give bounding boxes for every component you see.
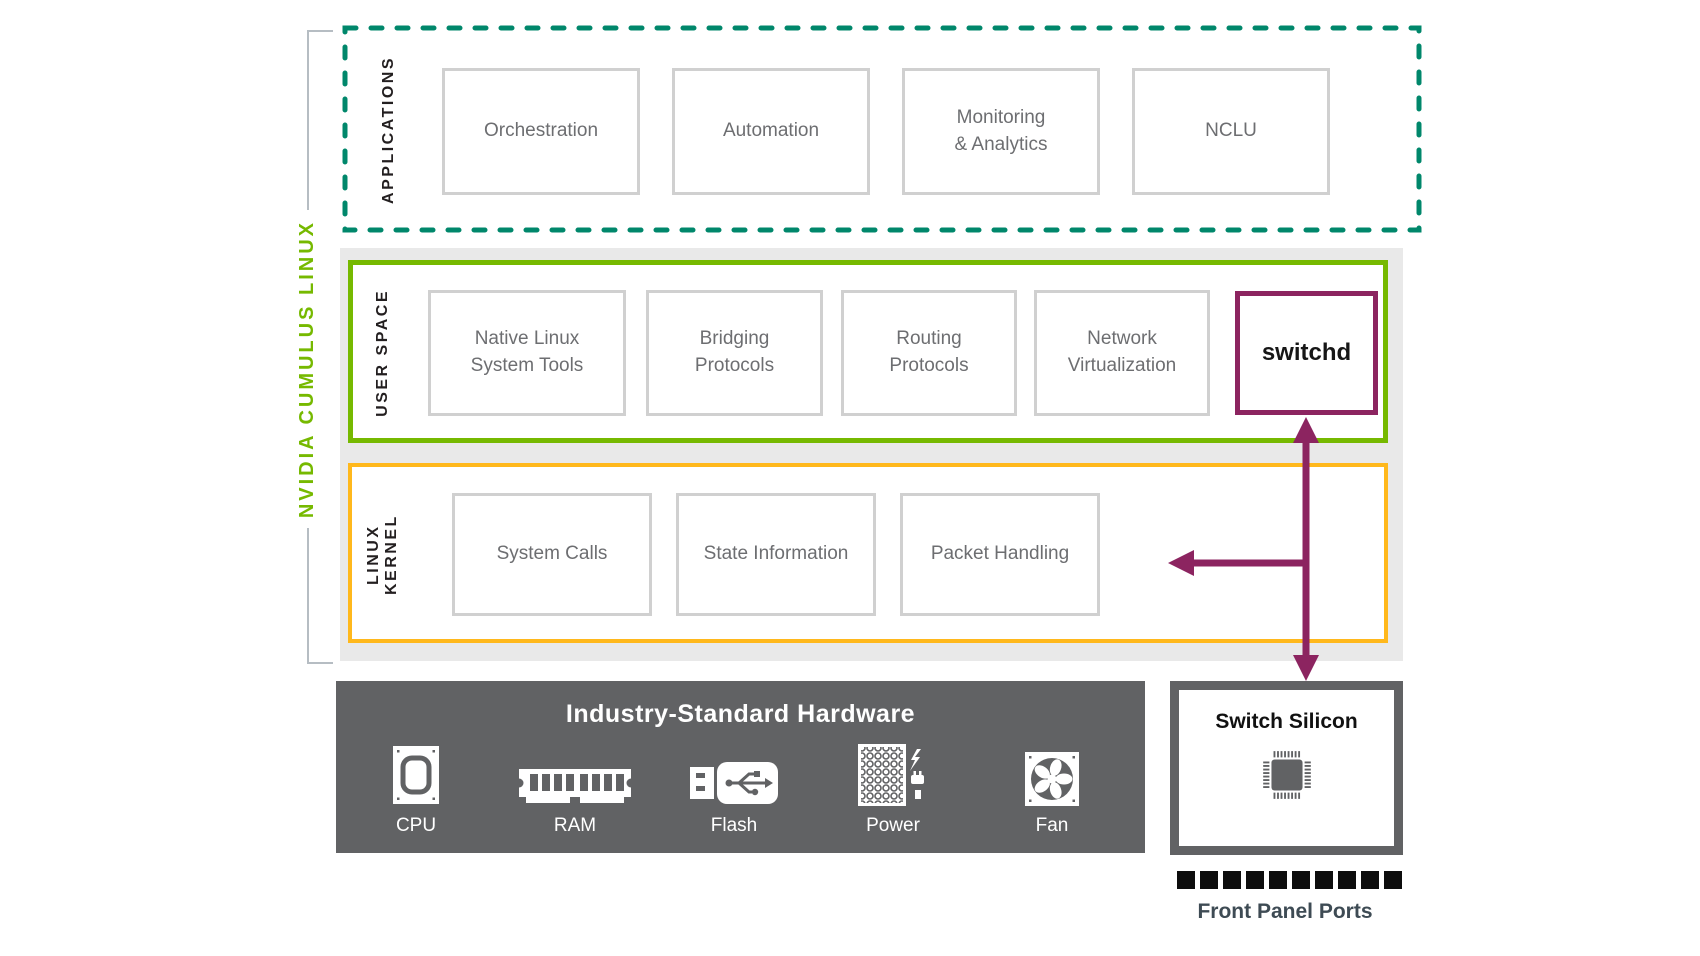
port-square (1200, 871, 1218, 889)
system-calls-box: System Calls (452, 493, 652, 616)
monitoring-analytics-box: Monitoring & Analytics (902, 68, 1100, 195)
port-square (1384, 871, 1402, 889)
packet-handling-box: Packet Handling (900, 493, 1100, 616)
routing-protocols-box: Routing Protocols (841, 290, 1017, 416)
state-information-box: State Information (676, 493, 876, 616)
chip-icon (1258, 746, 1316, 809)
native-linux-system-tools-box: Native Linux System Tools (428, 290, 626, 416)
front-panel-ports (1177, 871, 1405, 889)
port-square (1338, 871, 1356, 889)
power-icon (858, 744, 928, 806)
network-virtualization-box: Network Virtualization (1034, 290, 1210, 416)
power-label: Power (866, 815, 920, 836)
cpu-label: CPU (395, 815, 437, 836)
nvidia-cumulus-linux-label: NVIDIA CUMULUS LINUX (284, 210, 330, 528)
hardware-component-power: Power (828, 744, 958, 837)
port-square (1269, 871, 1287, 889)
fan-icon (1025, 744, 1079, 806)
ram-icon (518, 744, 632, 806)
bridging-protocols-box: Bridging Protocols (646, 290, 823, 416)
orchestration-box: Orchestration (442, 68, 640, 195)
switch-silicon-box: Switch Silicon (1170, 681, 1403, 855)
port-square (1315, 871, 1333, 889)
flash-icon (688, 744, 780, 806)
user-space-layer-label: USER SPACE (374, 288, 391, 417)
port-square (1246, 871, 1264, 889)
port-square (1223, 871, 1241, 889)
applications-dashed-border (342, 25, 1422, 233)
flash-label: Flash (710, 815, 758, 836)
front-panel-ports-label: Front Panel Ports (1197, 900, 1373, 923)
applications-layer-label: APPLICATIONS (380, 56, 397, 204)
port-square (1177, 871, 1195, 889)
hardware-component-flash: Flash (669, 744, 799, 837)
linux-kernel-layer-label: LINUX KERNEL (365, 514, 400, 596)
ram-label: RAM (553, 815, 597, 836)
hardware-component-fan: Fan (987, 744, 1117, 837)
automation-box: Automation (672, 68, 870, 195)
hardware-component-ram: RAM (510, 744, 640, 837)
cpu-icon (390, 744, 442, 806)
switchd-box: switchd (1235, 291, 1378, 415)
port-square (1361, 871, 1379, 889)
port-square (1292, 871, 1310, 889)
nvidia-cumulus-linux-text: NVIDIA CUMULUS LINUX (295, 219, 318, 519)
hardware-component-cpu: CPU (351, 744, 481, 837)
switch-silicon-title: Switch Silicon (1215, 710, 1358, 733)
hardware-title: Industry-Standard Hardware (565, 700, 916, 728)
nclu-box: NCLU (1132, 68, 1330, 195)
fan-label: Fan (1035, 815, 1069, 836)
switchd-silicon-arrow (1168, 417, 1319, 681)
